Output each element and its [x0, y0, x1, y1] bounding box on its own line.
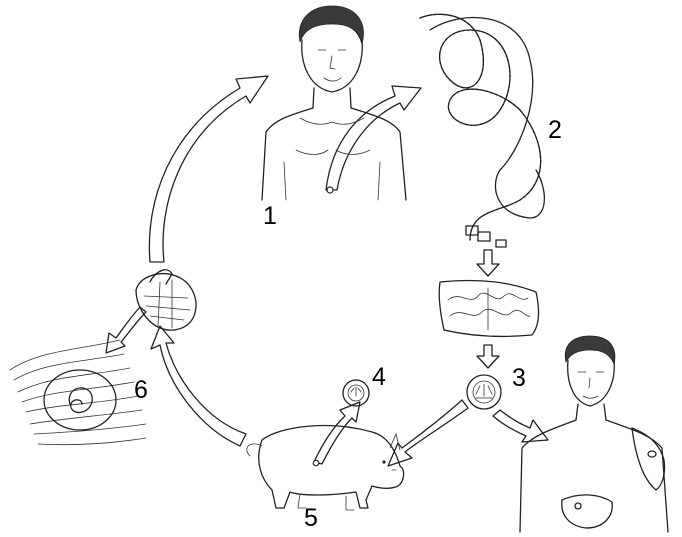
arrow-egg-to-pig	[388, 400, 468, 466]
arrow-pork-to-cyst	[106, 307, 146, 353]
pork-meat-with-cysts	[136, 270, 196, 330]
gravid-proglottid	[439, 280, 538, 336]
arrow-pork-to-human	[149, 76, 268, 262]
origin-dot-human	[327, 187, 333, 193]
origin-dot-pig	[313, 460, 319, 466]
egg-stage-3	[467, 375, 501, 409]
cycle-arrows	[106, 76, 548, 466]
egg-stage-4	[343, 380, 369, 406]
cysticercus-in-tissue	[10, 340, 146, 445]
arrow-worm-to-proglottid	[477, 250, 499, 276]
stage-label-6: 6	[134, 376, 148, 404]
human-host-bottom	[520, 336, 668, 532]
pig-intermediate-host	[247, 426, 404, 510]
human-top-hair	[299, 6, 363, 44]
arrow-egg-to-human2	[493, 410, 548, 442]
arrow-proglottid-to-egg	[477, 345, 499, 368]
stage-label-3: 3	[512, 364, 526, 392]
stage-label-5: 5	[304, 504, 318, 532]
stage-label-2: 2	[548, 116, 562, 144]
adult-tapeworm	[420, 14, 544, 247]
human-top-face	[302, 40, 363, 92]
arrow-human-to-worm	[326, 86, 421, 190]
stage-label-4: 4	[372, 363, 386, 391]
stage-label-1: 1	[263, 202, 277, 230]
arrow-pig-to-pork	[151, 326, 246, 446]
arrow-pig-to-egg4	[314, 402, 360, 464]
human-top-neck	[313, 88, 351, 108]
